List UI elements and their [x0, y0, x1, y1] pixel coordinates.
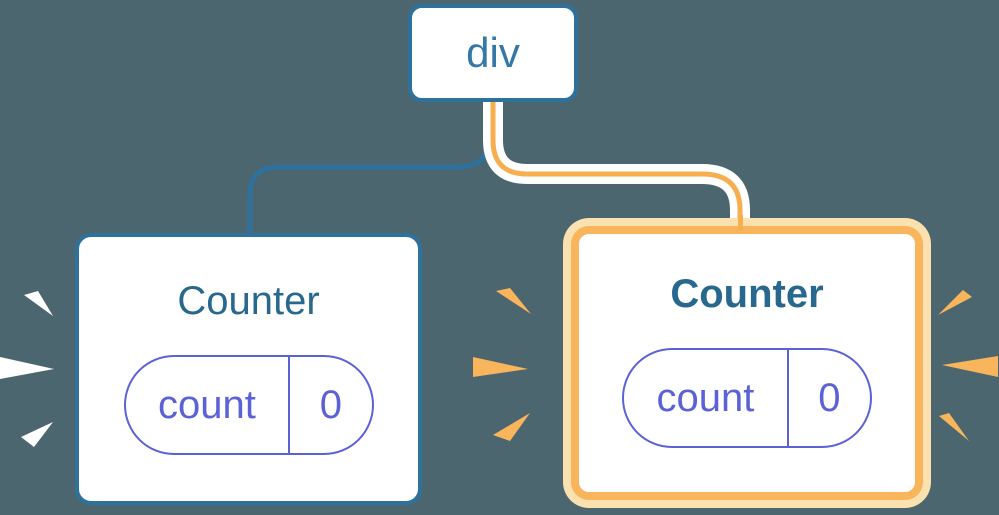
edge-stub-into-right-counter: [738, 215, 743, 231]
burst-ray-icon: [21, 422, 53, 447]
edge-div-to-right-counter: [490, 100, 743, 218]
state-value: 0: [818, 375, 841, 420]
burst-ray-icon: [493, 413, 530, 441]
burst-ray-icon: [939, 413, 969, 441]
counter-node-left: Counter count 0: [75, 233, 422, 505]
burst-ray-icon: [942, 356, 998, 377]
burst-ray-icon: [0, 357, 54, 379]
edge-casing-div-to-right-counter: [483, 100, 750, 218]
burst-right-counter-left: [473, 288, 531, 441]
burst-ray-icon: [496, 288, 531, 314]
burst-ray-icon: [938, 290, 972, 315]
state-key: count: [624, 350, 789, 446]
counter-title: Counter: [670, 272, 824, 316]
burst-ray-icon: [473, 357, 528, 377]
burst-right-counter-right: [938, 290, 998, 441]
state-value: 0: [319, 382, 343, 427]
state-key: count: [126, 357, 291, 453]
state-pill: count 0: [123, 355, 374, 455]
root-div-node: div: [408, 4, 578, 102]
counter-title: Counter: [177, 279, 320, 323]
state-pill: count 0: [622, 348, 872, 448]
burst-left-counter: [0, 291, 54, 447]
edge-div-to-left-counter: [247, 102, 493, 236]
root-div-label: div: [466, 29, 520, 76]
burst-ray-icon: [24, 291, 53, 316]
counter-node-right-highlighted: Counter count 0: [571, 226, 923, 500]
